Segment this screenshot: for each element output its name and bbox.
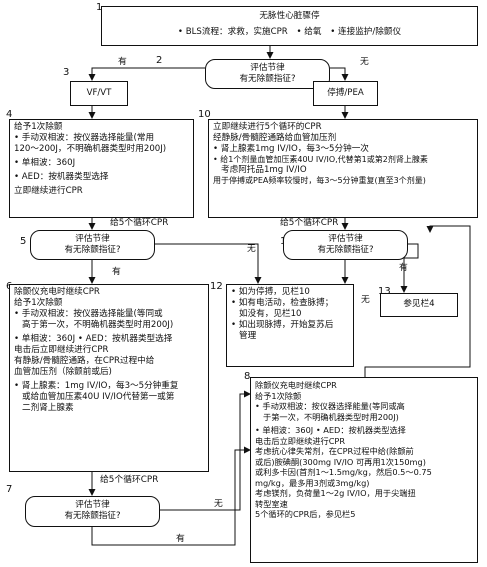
step-number-5: 5 <box>20 236 27 247</box>
box-1-item-monitor: • 连接监护/除颤仪 <box>330 27 402 37</box>
box-5-rhythm-check: 评估节律 有无除颤指征? <box>30 230 155 260</box>
box-6-line7: 有静脉/骨髓腔通路，在CPR过程中给 <box>14 356 155 366</box>
box-7-rhythm-check: 评估节律 有无除颤指征? <box>25 496 160 527</box>
box-1-cardiac-arrest: 无脉性心脏骤停 • BLS流程：求救，实施CPR • 给氧 • 连接监护/除颤仪 <box>101 6 478 46</box>
box-6-line3: • 手动双相波：按仪器选择能量(等同或 <box>14 309 163 319</box>
arrow-2-to-3 <box>88 67 205 81</box>
box-10-line1: 立即继续进行5个循环的CPR <box>213 122 322 132</box>
box-2-line1: 评估节律 <box>250 63 285 73</box>
box-10-line3: • 肾上腺素1mg IV/IO，每3～5分钟一次 <box>213 144 369 154</box>
box-1-title: 无脉性心脏骤停 <box>259 11 320 21</box>
step-number-3: 3 <box>63 67 70 78</box>
cpr5-label-10: 给5个循环CPR <box>280 218 339 228</box>
box-9-asystole-pea: 停搏/PEA <box>313 81 378 106</box>
box-1-item-bls: • BLS流程：求救，实施CPR <box>177 27 288 37</box>
box-7-line2: 有无除颤指征? <box>64 511 121 521</box>
arrow-7-to-12 <box>160 390 251 511</box>
yes-label-5: 有 <box>112 267 121 277</box>
box-8-antiarrhythmic: 除颤仪充电时继续CPR 给予1次除颤 • 手动双相波：按仪器选择能量(等同或高 … <box>250 377 478 563</box>
box-11-line1: 评估节律 <box>328 234 363 244</box>
box-4-line4: • 单相波：360J <box>14 158 76 168</box>
box-4-line5: • AED：按机器类型选择 <box>14 172 109 182</box>
box-4-first-shock: 给予1次除颤 • 手动双相波：按仪器选择能量(常用 120～200J，不明确机器… <box>9 119 194 218</box>
box-12-line1: • 如为停搏，见栏10 <box>231 287 310 297</box>
step-number-12: 12 <box>210 281 223 292</box>
box-5-line1: 评估节律 <box>75 234 110 244</box>
box-6-line2: 给予1次除颤 <box>14 298 63 308</box>
box-8-line4: 于第一次，不明确机器类型时用200J) <box>263 411 399 422</box>
no-label-2: 无 <box>360 57 369 67</box>
box-11-line2: 有无除颤指征? <box>317 245 374 255</box>
box-5-line2: 有无除颤指征? <box>64 245 121 255</box>
arrow-7-to-8 <box>91 446 251 546</box>
no-label-11: 无 <box>361 295 370 305</box>
box-8-line6: 电击后立即继续进行CPR <box>255 435 346 446</box>
box-4-line1: 给予1次除颤 <box>14 122 63 132</box>
yes-label-7: 有 <box>176 534 185 544</box>
box-4-line2: • 手动双相波：按仪器选择能量(常用 <box>14 133 155 143</box>
box-8-line11: 考虑镁剂，负荷量1～2g IV/IO，用于尖端扭 <box>255 488 416 498</box>
box-11-rhythm-check: 评估节律 有无除颤指征? <box>283 230 408 260</box>
box-6-second-shock: 除颤仪充电时继续CPR 给予1次除颤 • 手动双相波：按仪器选择能量(等同或 高… <box>9 284 209 472</box>
box-8-line7: 考虑抗心律失常剂，在CPR过程中给(除颤前 <box>255 446 414 456</box>
box-12-line2: • 如有电活动，检查脉搏； <box>231 298 334 308</box>
cpr5-label-4: 给5个循环CPR <box>110 218 169 228</box>
box-6-line4: 高于第一次，不明确机器类型时用200J) <box>22 320 174 330</box>
box-12-line3: 如没有，见栏10 <box>239 309 302 319</box>
box-6-line1: 除颤仪充电时继续CPR <box>14 287 100 297</box>
step-number-13: 13 <box>378 286 391 297</box>
box-6-line11: 二剂肾上腺素 <box>22 403 74 413</box>
step-number-8: 8 <box>244 371 251 382</box>
box-8-line12: 转型室速 <box>255 498 288 509</box>
box-3-vf-vt: VF/VT <box>70 81 128 106</box>
yes-label-11: 有 <box>399 263 408 273</box>
step-number-10: 10 <box>198 109 211 120</box>
box-12-line5: 管理 <box>239 331 257 341</box>
box-8-line1: 除颤仪充电时继续CPR <box>255 380 337 390</box>
box-13-see-box-4: 参见栏4 <box>380 293 458 317</box>
box-8-line5: • 单相波：360J • AED：按机器类型选择 <box>255 425 406 435</box>
box-8-line9: 或利多卡因(首剂1～1.5mg/kg，然后0.5～0.75 <box>255 467 432 477</box>
box-10-line6: 用于停搏或PEA频率较慢时，每3～5分钟重复(直至3个剂量) <box>213 176 426 186</box>
box-10-cpr-vasopressor: 立即继续进行5个循环的CPR 经静脉/骨髓腔通路给血管加压剂 • 肾上腺素1mg… <box>208 119 478 218</box>
cpr5-label-6: 给5个循环CPR <box>100 475 159 485</box>
box-6-line5: • 单相波：360J • AED：按机器类型选择 <box>14 334 173 344</box>
box-6-line10: 或给血管加压素40U IV/IO代替第一或第 <box>22 392 175 402</box>
box-1-item-oxygen: • 给氧 <box>296 27 322 37</box>
box-8-line13: 5个循环的CPR后，参见栏5 <box>255 509 356 519</box>
box-6-line6: 电击后立即继续进行CPR <box>14 345 109 355</box>
box-4-line6: 立即继续进行CPR <box>14 186 83 196</box>
box-8-line3: • 手动双相波：按仪器选择能量(等同或高 <box>255 401 405 411</box>
box-4-line3: 120～200J，不明确机器类型时用200J) <box>14 144 167 154</box>
arrow-11-to-13 <box>400 243 419 293</box>
box-6-line9: • 肾上腺素：1mg IV/IO，每3～5分钟重复 <box>14 381 179 391</box>
box-7-line1: 评估节律 <box>75 500 110 510</box>
step-number-4: 4 <box>6 109 13 120</box>
box-10-line4: • 给1个剂量血管加压素40U IV/IO,代替第1或第2剂肾上腺素 <box>213 155 428 164</box>
box-8-line10: mg/kg，最多用3剂或3mg/kg) <box>255 477 370 488</box>
box-12-no-shock-branch: • 如为停搏，见栏10 • 如有电活动，检查脉搏； 如没有，见栏10 • 如出现… <box>226 284 354 367</box>
step-number-1: 1 <box>96 2 103 13</box>
box-2-rhythm-check: 评估节律 有无除颤指征? <box>205 59 330 89</box>
box-10-line5: 考虑阿托品1mg IV/IO <box>221 165 307 176</box>
box-8-line8: 或后)胺碘酮(300mg IV/IO 可再用1次150mg) <box>255 456 426 467</box>
no-label-7: 无 <box>214 499 223 509</box>
arrow-8-to-11 <box>364 225 471 377</box>
arrow-5-to-12 <box>155 243 262 284</box>
step-number-2: 2 <box>156 55 163 66</box>
arrow-2-to-9 <box>330 67 349 81</box>
box-6-line8: 血管加压剂（除颤前或后) <box>14 367 112 377</box>
box-8-line2: 给予1次除颤 <box>255 390 302 401</box>
box-10-line2: 经静脉/骨髓腔通路给血管加压剂 <box>213 133 337 143</box>
yes-label-2: 有 <box>118 57 127 67</box>
step-number-7: 7 <box>6 484 13 495</box>
no-label-5: 无 <box>247 244 256 254</box>
box-2-line2: 有无除颤指征? <box>239 74 296 84</box>
box-12-line4: • 如出现脉搏，开始复苏后 <box>231 320 334 330</box>
